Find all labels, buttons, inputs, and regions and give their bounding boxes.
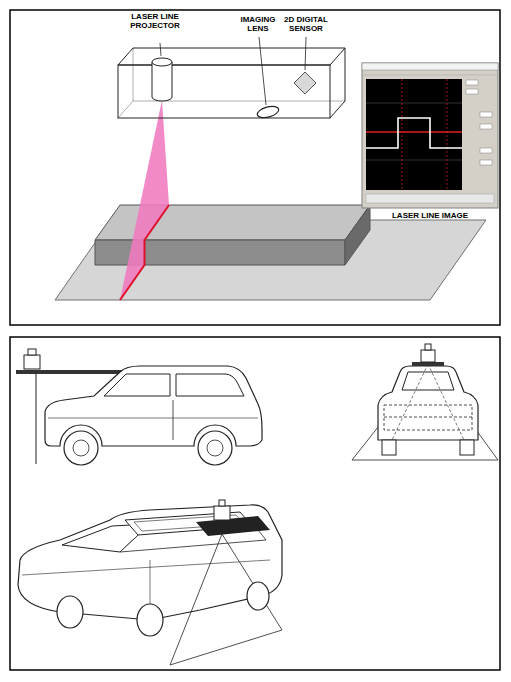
grid-line [366,103,462,104]
windshield [402,372,454,390]
screenshot-window [362,63,498,208]
scan-ray [428,364,464,440]
sensor-head [24,355,40,369]
mount-post [36,374,37,464]
mount-plate [412,362,444,366]
wheel [460,440,474,455]
scan-base [352,460,498,461]
mount-plate [196,516,270,536]
projector-cylinder [152,62,172,101]
sensor-cap [219,500,225,506]
housing-side [330,48,345,118]
cursor-line [402,79,403,190]
leader-line [259,37,266,105]
sensor-cap [28,349,36,355]
control-field [480,112,492,117]
wheel [198,431,232,465]
hidden-edge [118,101,133,118]
scan-fan [170,534,282,665]
door-line [173,400,174,440]
leader-line [305,37,306,70]
hub [73,440,89,456]
housing-top [118,48,345,65]
hidden-outline [384,405,472,430]
block-side [345,205,370,265]
callout-label: LASER LINE IMAGE [370,211,490,220]
control-field [480,124,492,129]
housing-front [118,65,330,118]
label-text: LASER LINE PROJECTOR [130,12,180,30]
wheel [137,604,163,636]
sensor-head [214,506,230,520]
laser-fan [120,100,169,300]
hub [207,440,223,456]
hidden-edge [133,48,345,101]
body-line [48,418,258,419]
scan-base [170,630,282,665]
status-bar [366,194,494,203]
sensor-cap [425,344,431,350]
digital-sensor [294,72,316,94]
sensor-head [421,350,435,362]
body-line [22,560,270,575]
control-field [480,160,492,165]
scan-ray [392,364,428,440]
panel-frame [10,10,500,325]
wheel [382,440,396,455]
cursor-line [447,79,448,190]
label-text: IMAGING LENS [240,15,275,33]
control-field [480,148,492,153]
car-window [176,374,244,396]
callout-label: 2D DIGITAL SENSOR [278,15,334,33]
wheel [57,596,83,628]
label-text: 2D DIGITAL SENSOR [284,15,328,33]
reference-line [366,131,462,133]
callout-label: LASER LINE PROJECTOR [129,12,181,30]
panel-frame [10,337,500,670]
car-body [378,366,478,440]
car-body [18,505,282,620]
wheel [64,431,98,465]
plot-area [366,79,462,190]
scan-fan [352,364,498,460]
label-text: LASER LINE IMAGE [392,211,468,220]
imaging-lens [256,104,280,119]
leader-line [160,43,161,56]
window-menubar [362,75,498,76]
control-field [466,80,478,85]
car-window [104,374,170,396]
control-field [466,89,478,94]
wheel [247,582,269,610]
profile-trace [366,118,462,148]
projector-top [152,58,172,66]
grid-line [366,160,462,161]
callout-label: IMAGING LENS [232,15,284,33]
hidden-outline [384,417,472,418]
window-titlebar [362,63,498,70]
laser-line [120,205,169,300]
